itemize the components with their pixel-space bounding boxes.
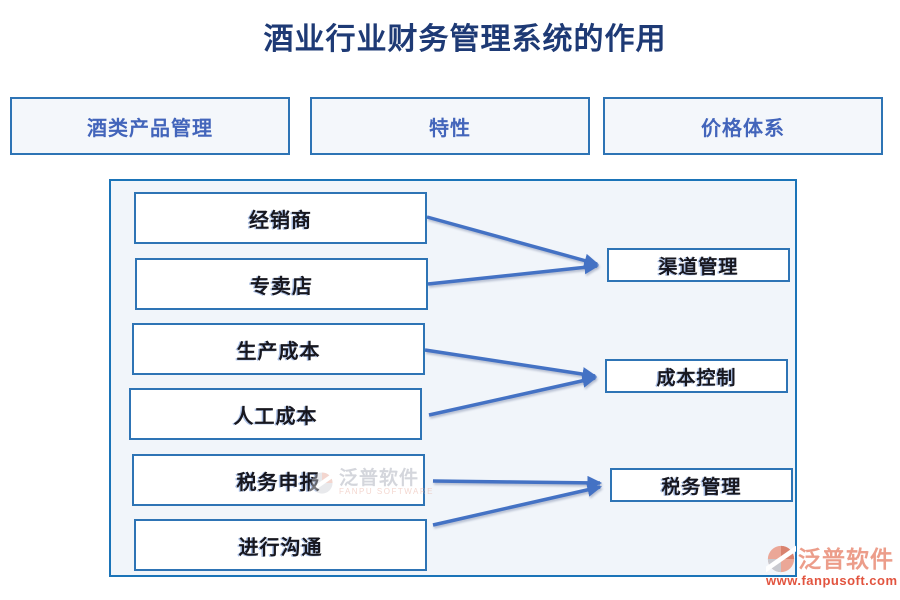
node-label: 专卖店 — [250, 275, 313, 298]
node-label: 渠道管理 — [658, 256, 739, 278]
brand-logo: 泛普软件 www.fanpusoft.com — [766, 544, 898, 588]
node-tax-management: 税务管理 — [610, 468, 793, 502]
node-cost-control: 成本控制 — [605, 359, 788, 393]
node-labor-cost: 人工成本 — [129, 388, 422, 440]
header-box-label: 价格体系 — [701, 117, 785, 140]
arrow-taxfiling-to-taxmgmt — [432, 475, 603, 490]
header-box-label: 酒类产品管理 — [87, 117, 213, 140]
header-box-characteristics: 特性 — [310, 97, 590, 155]
header-box-price-system: 价格体系 — [603, 97, 883, 155]
node-production-cost: 生产成本 — [132, 323, 425, 375]
node-communication: 进行沟通 — [134, 519, 427, 571]
node-tax-declaration: 税务申报 — [132, 454, 425, 506]
arrow-labor-to-costcontrol — [428, 373, 598, 417]
diagram-panel: 经销商 专卖店 生产成本 人工成本 税务申报 进行沟通 渠道管理 成本控制 税务… — [109, 179, 797, 577]
node-specialty-store: 专卖店 — [135, 258, 428, 310]
brand-name: 泛普软件 — [798, 546, 894, 572]
arrow-distributor-to-channel — [426, 215, 600, 268]
page-title: 酒业行业财务管理系统的作用 — [263, 23, 667, 56]
arrow-store-to-channel — [427, 260, 600, 286]
header-box-label: 特性 — [429, 117, 471, 140]
node-label: 经销商 — [249, 209, 312, 232]
node-label: 税务管理 — [661, 476, 742, 498]
node-label: 税务申报 — [236, 471, 321, 494]
fanpu-logo-icon — [766, 545, 796, 573]
node-distributor: 经销商 — [134, 192, 427, 244]
node-label: 进行沟通 — [238, 536, 323, 559]
node-label: 成本控制 — [656, 367, 737, 389]
node-label: 生产成本 — [236, 340, 321, 363]
arrow-communication-to-taxmgmt — [432, 482, 603, 527]
header-box-alcohol-product-management: 酒类产品管理 — [10, 97, 290, 155]
node-channel-management: 渠道管理 — [607, 248, 790, 282]
arrow-production-to-costcontrol — [424, 348, 598, 382]
node-label: 人工成本 — [233, 405, 318, 428]
brand-url: www.fanpusoft.com — [766, 573, 898, 588]
